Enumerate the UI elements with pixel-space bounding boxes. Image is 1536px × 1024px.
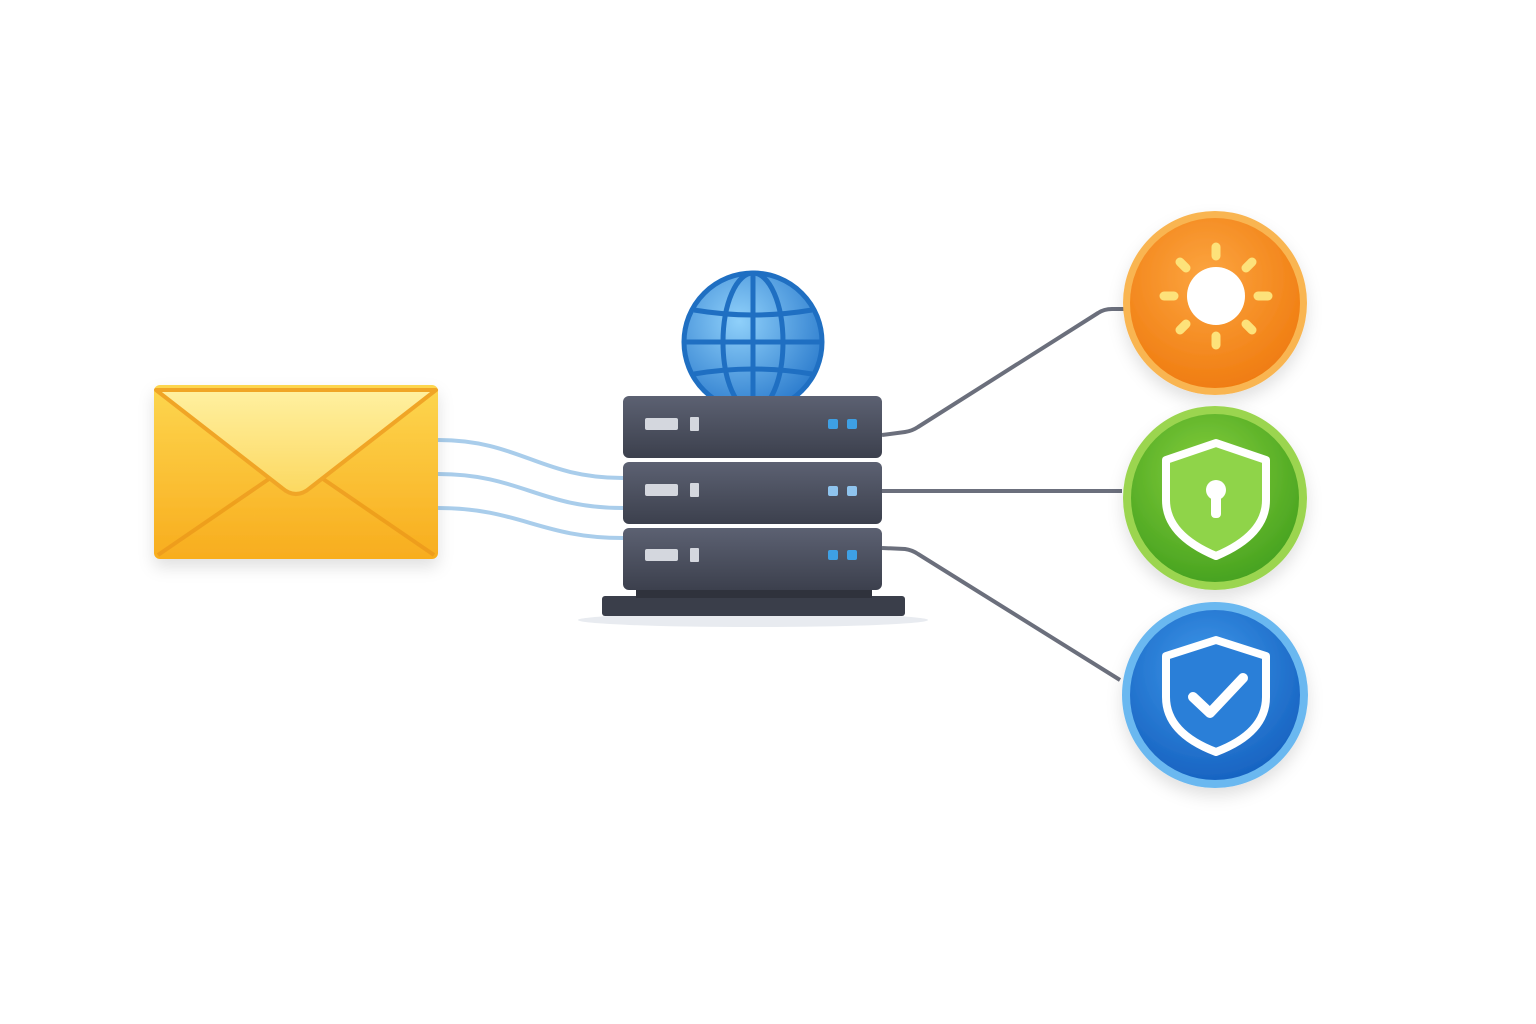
server-unit-1: [623, 396, 882, 458]
flow-line-1: [437, 438, 624, 480]
server-unit-2: [623, 462, 882, 524]
globe-icon: [681, 270, 825, 414]
server-unit-3: [623, 528, 882, 590]
server-to-shield-lines: [881, 307, 1124, 682]
shield-lock-icon: [1123, 406, 1307, 590]
sun-icon: [1123, 211, 1307, 395]
server-rack-icon: [578, 396, 928, 627]
flow-line-3: [437, 506, 624, 540]
flow-line-2: [437, 472, 624, 510]
envelope-icon: [154, 385, 438, 559]
email-to-server-lines: [437, 438, 624, 540]
connector-check: [881, 546, 1122, 682]
shield-check-icon: [1122, 602, 1308, 788]
connector-sun: [881, 307, 1124, 437]
